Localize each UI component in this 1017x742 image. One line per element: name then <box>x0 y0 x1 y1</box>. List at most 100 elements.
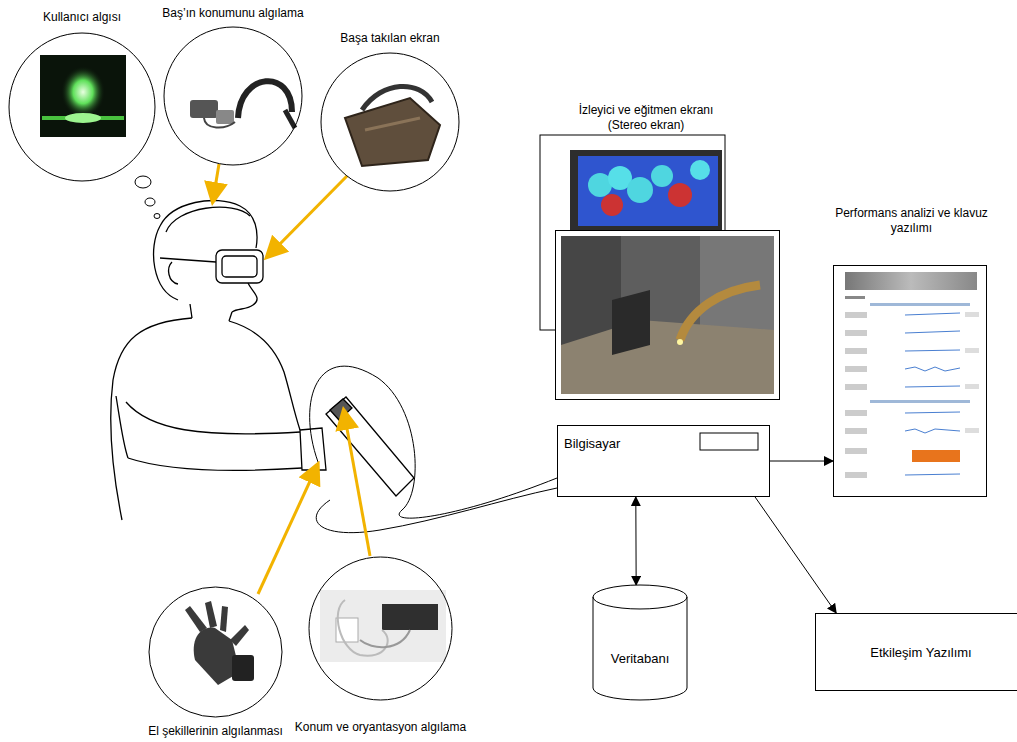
rect-part <box>578 156 718 226</box>
circle-outline <box>320 52 460 192</box>
path-part <box>205 601 217 628</box>
path-part <box>190 304 192 318</box>
path-part <box>905 429 960 433</box>
ellipse-part <box>154 214 160 219</box>
head-tracker-image <box>190 81 295 128</box>
path-part <box>344 412 370 556</box>
node-label: Etkileşim Yazılımı <box>816 645 1017 660</box>
path-part <box>905 350 960 351</box>
path-part <box>230 625 249 646</box>
path-part <box>905 412 960 413</box>
path-part <box>229 321 300 430</box>
rect-part <box>870 400 970 403</box>
cylinder-outline <box>592 585 688 700</box>
path-part <box>232 283 257 312</box>
path-part <box>126 402 300 434</box>
rect-part <box>320 590 446 662</box>
rect-part <box>845 296 865 299</box>
path-part <box>213 164 219 200</box>
ellipse-part <box>65 113 101 123</box>
path-part <box>285 110 295 128</box>
path-part <box>316 488 557 533</box>
rect-part <box>845 428 867 434</box>
circle-part <box>601 194 623 216</box>
node-label: İzleyici ve eğitmen ekranı (Stereo ekran… <box>561 103 731 133</box>
hmd-image <box>345 86 440 166</box>
thought-bubbles <box>135 176 160 219</box>
report-image <box>845 272 979 478</box>
path-part <box>326 397 414 496</box>
rect-part <box>570 150 722 232</box>
circle-part <box>651 165 673 187</box>
connector-arrow <box>635 497 636 585</box>
node-label: Bilgisayar <box>564 436 620 451</box>
rect-part <box>216 110 234 124</box>
circle-outline <box>309 557 452 700</box>
sensing-circle: Kullanıcı algısı <box>8 32 156 182</box>
path-part <box>345 98 440 166</box>
rect-part <box>845 472 867 478</box>
node-label: Veritabanı <box>592 651 688 666</box>
rect-part <box>965 348 979 353</box>
rect-part <box>845 384 867 390</box>
node-label: Konum ve oryantasyon algılama <box>295 720 466 735</box>
path-part <box>365 118 420 130</box>
circle-outline <box>8 32 156 182</box>
sensing-circle: Başa takılan ekran <box>320 52 460 192</box>
path-part <box>185 606 207 632</box>
rect-part <box>965 312 979 317</box>
sensor-arrows <box>213 164 370 594</box>
path-part <box>905 331 960 333</box>
node-label: El şekillerinin algılanması <box>148 724 283 739</box>
path-part <box>905 386 960 387</box>
g-part <box>905 313 960 475</box>
path-part <box>166 207 250 232</box>
path-part <box>905 367 960 371</box>
path-part <box>561 320 774 394</box>
rect-part <box>845 448 867 454</box>
connector-arrow <box>770 461 833 462</box>
tracker-kit-image <box>320 590 446 662</box>
ellipse-part <box>61 66 105 118</box>
path-part <box>330 399 352 420</box>
circle-outline <box>163 26 303 166</box>
path-part <box>169 262 178 284</box>
g-part <box>845 312 867 478</box>
ellipse-part <box>135 176 151 188</box>
database-cylinder: Veritabanı <box>592 585 688 700</box>
path-part <box>258 466 317 594</box>
screen-frame: İzleyici ve eğitmen ekranı (Stereo ekran… <box>555 230 780 400</box>
circle-outline <box>9 33 155 181</box>
path-part <box>300 428 326 470</box>
path-part <box>204 118 235 128</box>
rect-part <box>870 303 970 306</box>
rect-part <box>965 428 979 433</box>
path-part <box>220 606 228 632</box>
rect-part <box>965 384 979 389</box>
rect-part <box>912 450 960 462</box>
path-part <box>310 366 557 518</box>
rect-part <box>555 230 780 400</box>
circle-outline <box>164 27 302 165</box>
rect-part <box>845 366 867 372</box>
node-label: Başa takılan ekran <box>340 31 439 46</box>
report-page: Performans analizi ve klavuz yazılımı <box>833 265 987 497</box>
circle-outline <box>148 586 283 718</box>
rect-part <box>561 236 774 394</box>
circle-part <box>627 177 653 203</box>
glove-image <box>185 601 254 685</box>
computer-panel <box>700 433 758 450</box>
rect-part <box>222 256 257 277</box>
cylinder-rim <box>593 597 687 609</box>
circle-outline <box>321 53 459 191</box>
node-label: Baş’ın konumunu algılama <box>162 6 303 21</box>
rect-part <box>845 312 867 318</box>
connector-arrow <box>755 497 836 613</box>
circle-outline <box>149 587 282 717</box>
software-box: Etkileşim Yazılımı <box>815 613 1017 691</box>
path-part <box>360 630 410 647</box>
trainee-figure <box>111 200 414 520</box>
path-part <box>905 313 960 315</box>
